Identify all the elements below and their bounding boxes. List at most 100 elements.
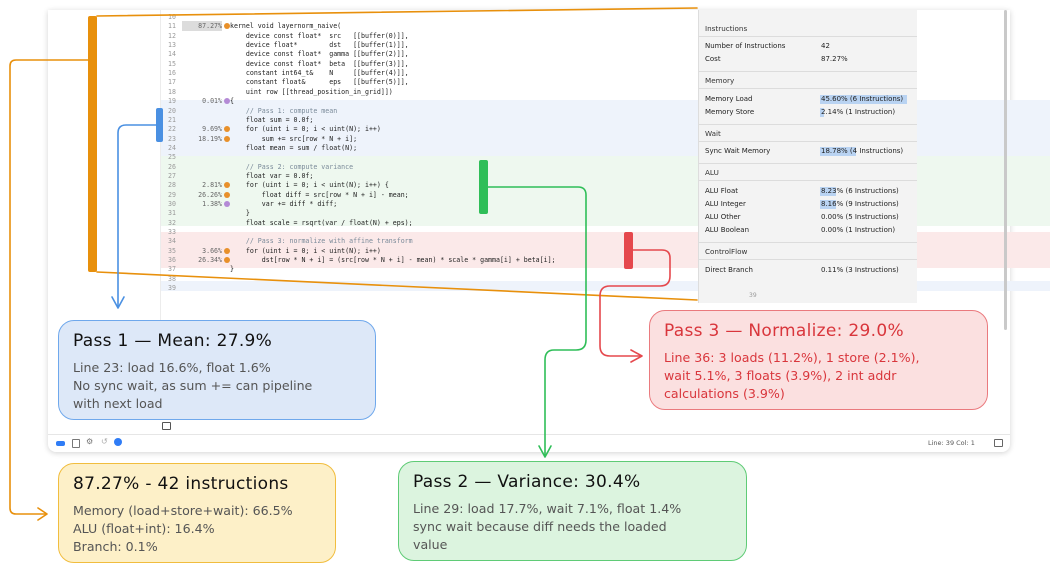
- line-cost-percent: 0.01%: [202, 97, 222, 106]
- code-text: {: [230, 97, 234, 106]
- orange-bracket: [88, 16, 97, 272]
- pass1-line2: No sync wait, as sum += can pipeline: [73, 378, 313, 393]
- alu-header: ALU: [705, 168, 719, 177]
- undo-icon[interactable]: ↺: [101, 437, 108, 446]
- code-text: for (uint i = 0; i < uint(N); i++): [230, 246, 381, 255]
- cost-indicator-icon[interactable]: [224, 201, 230, 207]
- code-line[interactable]: 37}: [160, 264, 690, 274]
- cost-indicator-icon[interactable]: [224, 23, 230, 30]
- line-number: 29: [168, 190, 176, 199]
- line-cost-percent: 26.26%: [198, 190, 222, 199]
- code-line[interactable]: 10: [160, 12, 690, 22]
- code-line[interactable]: 18 uint row [[thread_position_in_grid]]): [160, 87, 690, 97]
- pass2-line3: value: [413, 537, 448, 552]
- pass1-line3: with next load: [73, 396, 163, 411]
- code-line[interactable]: 27 float var = 0.0f;: [160, 171, 690, 181]
- line-number: 34: [168, 237, 176, 246]
- line-cost-percent: 26.34%: [198, 256, 222, 265]
- red-bracket: [624, 232, 633, 269]
- pass1-callout: Pass 1 — Mean: 27.9% Line 23: load 16.6%…: [58, 320, 376, 420]
- line-number: 13: [168, 41, 176, 50]
- cost-indicator-icon[interactable]: [224, 182, 230, 189]
- summary-line1: Memory (load+store+wait): 66.5%: [73, 503, 293, 518]
- code-text: }: [230, 209, 250, 218]
- summary-line3: Branch: 0.1%: [73, 539, 158, 554]
- line-number: 23: [168, 134, 176, 143]
- pass3-line1: Line 36: 3 loads (11.2%), 1 store (2.1%)…: [664, 350, 920, 365]
- code-line[interactable]: 33: [160, 227, 690, 237]
- code-text: // Pass 1: compute mean: [230, 106, 338, 115]
- line-number: 17: [168, 78, 176, 87]
- cost-indicator-icon[interactable]: [224, 98, 230, 105]
- code-line[interactable]: 25: [160, 152, 690, 162]
- cost-indicator-icon[interactable]: [224, 191, 230, 198]
- wait-header: Wait: [705, 129, 721, 138]
- line-number: 21: [168, 115, 176, 124]
- code-text: float var = 0.0f;: [230, 171, 314, 180]
- line-cost-percent: 87.27%: [198, 22, 222, 31]
- vertical-scrollbar[interactable]: [1004, 10, 1007, 330]
- code-line[interactable]: 24 float mean = sum / float(N);: [160, 143, 690, 153]
- code-line[interactable]: 20 // Pass 1: compute mean: [160, 106, 690, 116]
- line-cost-percent: 18.19%: [198, 134, 222, 143]
- code-line[interactable]: 14 device const float* gamma [[buffer(2)…: [160, 49, 690, 59]
- sidebar-toggle-icon[interactable]: [162, 422, 171, 430]
- code-line[interactable]: 17 constant float& eps [[buffer(5)]],: [160, 77, 690, 87]
- file-icon[interactable]: [72, 439, 80, 448]
- code-line[interactable]: 13 device float* dst [[buffer(1)]],: [160, 40, 690, 50]
- code-line[interactable]: 31 }: [160, 208, 690, 218]
- code-line[interactable]: 38: [160, 274, 690, 284]
- line-number: 14: [168, 50, 176, 59]
- navigator-icon[interactable]: [56, 441, 65, 446]
- cost-indicator-icon[interactable]: [224, 135, 230, 142]
- line-number: 25: [168, 153, 176, 162]
- line-number: 32: [168, 218, 176, 227]
- line-number: 24: [168, 143, 176, 152]
- summary-title: 87.27% - 42 instructions: [73, 474, 289, 494]
- pass1-title: Pass 1 — Mean: 27.9%: [73, 331, 273, 351]
- cost-indicator-icon[interactable]: [224, 247, 230, 254]
- code-text: float sum = 0.0f;: [230, 115, 314, 124]
- line-number: 35: [168, 246, 176, 255]
- inspector-toggle-icon[interactable]: [994, 439, 1003, 447]
- code-line[interactable]: 12 device const float* src [[buffer(0)]]…: [160, 31, 690, 41]
- code-text: // Pass 2: compute variance: [230, 162, 354, 171]
- line-number: 18: [168, 87, 176, 96]
- code-line[interactable]: 21 float sum = 0.0f;: [160, 115, 690, 125]
- line-number: 10: [168, 13, 176, 21]
- code-line[interactable]: 34 // Pass 3: normalize with affine tran…: [160, 236, 690, 246]
- code-line[interactable]: 16 constant int64_t& N [[buffer(4)]],: [160, 68, 690, 78]
- code-line[interactable]: 15 device const float* beta [[buffer(3)]…: [160, 59, 690, 69]
- code-text: kernel void layernorm_naive(: [230, 22, 342, 31]
- cursor-position: Line: 39 Col: 1: [928, 439, 975, 447]
- line-number: 28: [168, 181, 176, 190]
- line-cost-percent: 1.38%: [202, 200, 222, 208]
- code-line[interactable]: 26 // Pass 2: compute variance: [160, 162, 690, 172]
- cost-indicator-icon[interactable]: [224, 126, 230, 133]
- line-number: 16: [168, 69, 176, 78]
- code-text: device const float* gamma [[buffer(2)]],: [230, 50, 409, 59]
- line-number: 39: [168, 284, 176, 293]
- line-number: 12: [168, 31, 176, 40]
- code-text: var += diff * diff;: [230, 200, 338, 208]
- code-text: constant int64_t& N [[buffer(4)]],: [230, 69, 409, 78]
- bug-icon[interactable]: ⚙: [86, 437, 94, 446]
- code-text: uint row [[thread_position_in_grid]]): [230, 87, 393, 96]
- cost-indicator-icon[interactable]: [224, 257, 230, 264]
- code-line[interactable]: 32 float scale = rsqrt(var / float(N) + …: [160, 218, 690, 228]
- code-text: device const float* beta [[buffer(3)]],: [230, 59, 409, 68]
- code-line[interactable]: 39: [160, 283, 690, 293]
- info-icon[interactable]: [114, 438, 122, 446]
